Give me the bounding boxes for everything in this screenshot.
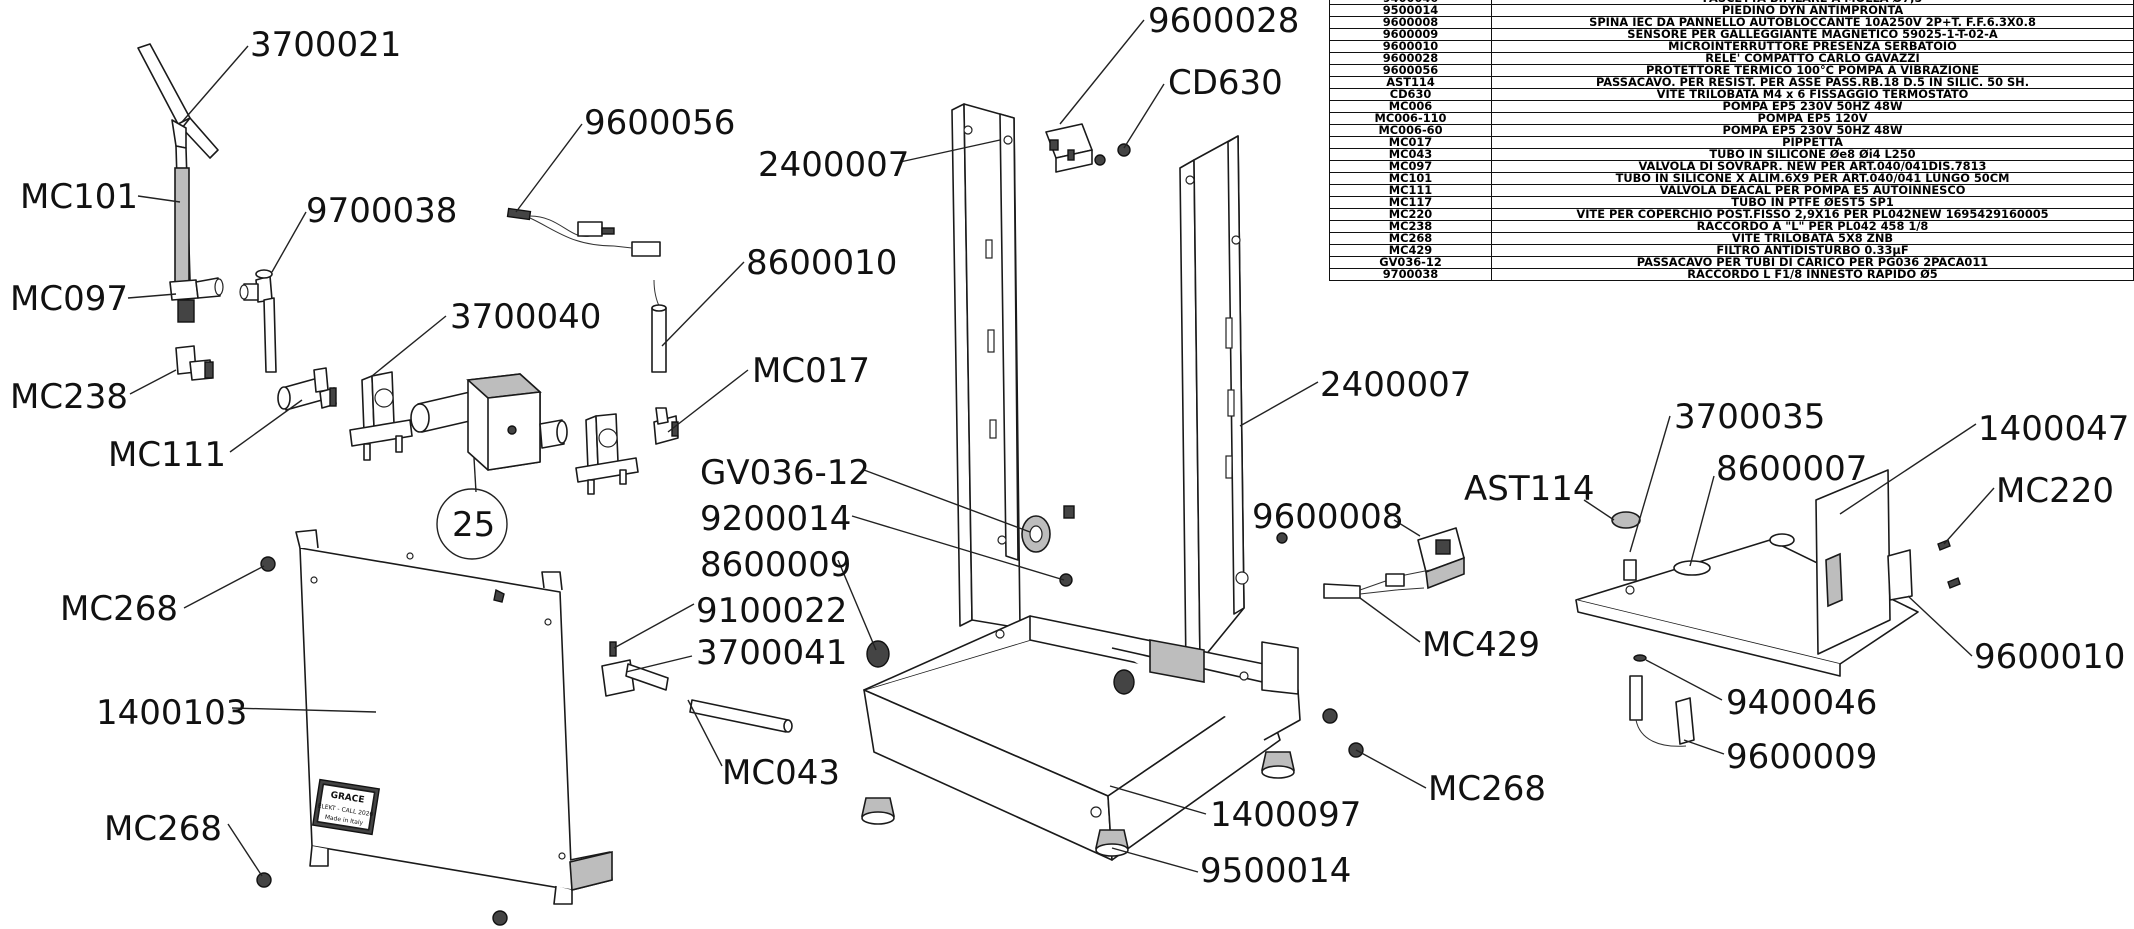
callout-cd630: CD630 [1168,63,1283,103]
callout-mc268-right: MC268 [1428,769,1546,809]
callout-9600056: 9600056 [584,103,735,143]
sensor-9600009 [1629,654,1695,747]
iec-socket-9600008 [1276,527,1465,599]
callout-1400097: 1400097 [1210,795,1361,835]
callout-8600010: 8600010 [746,243,897,283]
callout-9600009: 9600009 [1726,737,1877,777]
bracket-3700040-left [349,371,413,461]
callout-mc097: MC097 [10,279,128,319]
callout-labels: 3700021 MC101 9700038 MC097 MC238 MC111 … [10,1,2129,891]
callout-2400007-left: 2400007 [758,145,909,185]
callout-2400007-right: 2400007 [1320,365,1471,405]
callout-3700035: 3700035 [1674,397,1825,437]
elbow-mc238 [175,345,214,381]
callout-3700021: 3700021 [250,25,401,65]
grommets [866,505,1075,668]
callout-9600008: 9600008 [1252,497,1403,537]
callout-9700038: 9700038 [306,191,457,231]
tank-plate-1400047 [1575,469,1961,677]
back-panel-1400103 [295,529,613,905]
index-circle-25 [436,488,508,560]
callout-mc268-top: MC268 [60,589,178,629]
callout-3700040: 3700040 [450,297,601,337]
callout-mc220: MC220 [1996,471,2114,511]
fitting-9700038 [239,269,277,373]
upright-2400007-right [1179,135,1249,671]
callout-8600009: 8600009 [700,545,851,585]
callout-9100022: 9100022 [696,591,847,631]
callout-1400047: 1400047 [1978,409,2129,449]
upright-2400007-left [951,103,1021,629]
callout-gv036-12: GV036-12 [700,453,870,493]
callout-9600028: 9600028 [1148,1,1299,41]
callout-25: 25 [452,505,495,545]
tube-8600010 [651,279,667,373]
bracket-3700040-right [575,413,639,495]
part-description-cell: RACCORDO L F1/8 INNESTO RAPIDO Ø5 [1491,268,2134,281]
part-drawings [137,43,1961,926]
hose-parts [601,641,793,733]
callout-mc268-bottom: MC268 [104,809,222,849]
base-tray-1400097 [863,615,1301,861]
parts-list-table: 9400046FASCETTA BIFILARE A MOLLA Ø7,5950… [1329,0,2134,281]
callout-mc429: MC429 [1422,625,1540,665]
callout-9500014: 9500014 [1200,851,1351,891]
callout-1400103: 1400103 [96,693,247,733]
callout-mc043: MC043 [722,753,840,793]
callout-3700041: 3700041 [696,633,847,673]
pump-mc006 [410,373,568,471]
callout-8600007: 8600007 [1716,449,1867,489]
pipette-mc017 [653,407,679,445]
leader-lines [127,19,1995,877]
callout-9400046: 9400046 [1726,683,1877,723]
relay-9600028 [1045,123,1131,173]
callout-9600010: 9600010 [1974,637,2125,677]
callout-mc017: MC017 [752,351,870,391]
feet-9500014 [861,751,1295,857]
callout-9200014: 9200014 [700,499,851,539]
callout-mc111: MC111 [108,435,226,475]
thermal-protector-9600056 [506,207,661,257]
callout-mc238: MC238 [10,377,128,417]
tube-assembly-3700021 [137,43,224,323]
callout-ast114: AST114 [1464,469,1595,509]
callout-mc101: MC101 [20,177,138,217]
valve-mc111 [277,367,337,411]
